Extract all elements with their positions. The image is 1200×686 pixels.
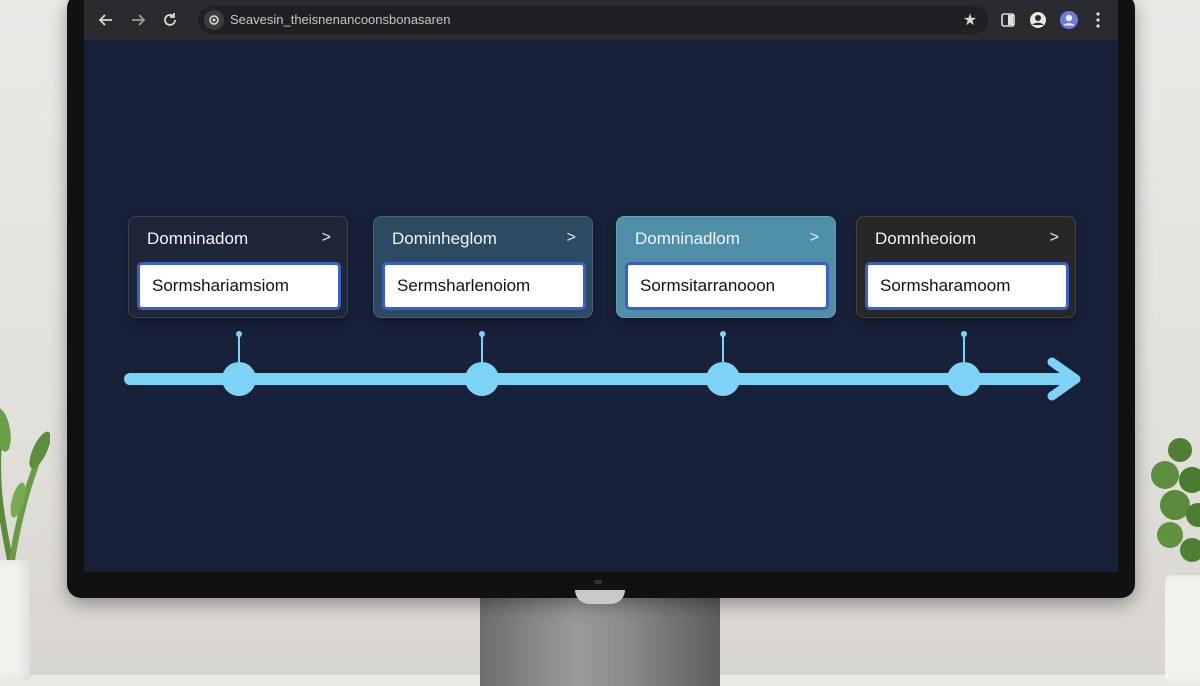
url-text[interactable]: Seavesin_theisnenancoonsbonasaren [230, 12, 451, 27]
chevron-right-icon[interactable]: > [566, 229, 576, 246]
browser-viewport: Seavesin_theisnenancoonsbonasaren ★ [84, 0, 1118, 572]
reload-icon[interactable] [158, 8, 182, 32]
chevron-right-icon[interactable]: > [321, 229, 331, 246]
timeline-card-4[interactable]: Domnheoiom > Sormsharamoom [856, 216, 1076, 318]
potted-plant-left [0, 408, 50, 561]
back-arrow-icon[interactable] [94, 8, 118, 32]
card-title: Dominheglom [392, 229, 497, 248]
site-info-icon[interactable] [204, 10, 224, 30]
address-bar[interactable]: Seavesin_theisnenancoonsbonasaren [198, 6, 988, 34]
monitor-sensor [594, 580, 602, 584]
card-title: Domninadom [147, 229, 249, 248]
timeline-track [124, 331, 1081, 401]
forward-arrow-icon[interactable] [126, 8, 150, 32]
menu-kebab-icon[interactable] [1086, 8, 1110, 32]
card-input-field[interactable]: Sormsharamoom [865, 262, 1069, 310]
card-input-field[interactable]: Sormsitarranooon [625, 262, 829, 310]
side-panel-icon[interactable] [996, 8, 1020, 32]
plant-pot-left [0, 560, 30, 680]
timeline-node-3[interactable] [706, 331, 740, 396]
plant-pot-right [1165, 575, 1200, 685]
timeline-card-3[interactable]: Domninadlom > Sormsitarranooon [616, 216, 836, 318]
monitor-stand [480, 596, 720, 686]
bookmark-star-icon[interactable]: ★ [962, 12, 978, 29]
card-input-field[interactable]: Sermsharlenoiom [382, 262, 586, 310]
timeline-arrowhead [1047, 357, 1081, 401]
card-input-field[interactable]: Sormshariamsiom [137, 262, 341, 310]
profile-icon[interactable] [1026, 8, 1050, 32]
account-avatar-icon[interactable] [1057, 8, 1081, 32]
browser-toolbar: Seavesin_theisnenancoonsbonasaren ★ [84, 0, 1118, 40]
chevron-right-icon[interactable]: > [809, 229, 819, 246]
timeline-node-1[interactable] [222, 331, 256, 396]
potted-plant-right [1151, 438, 1200, 562]
timeline-node-2[interactable] [465, 331, 499, 396]
monitor-hinge [575, 590, 625, 604]
timeline-node-4[interactable] [947, 331, 981, 396]
card-title: Domnheoiom [875, 229, 977, 248]
timeline-card-1[interactable]: Domninadom > Sormshariamsiom [128, 216, 348, 318]
card-title: Domninadlom [635, 229, 740, 248]
timeline-card-2[interactable]: Dominheglom > Sermsharlenoiom [373, 216, 593, 318]
chevron-right-icon[interactable]: > [1049, 229, 1059, 246]
